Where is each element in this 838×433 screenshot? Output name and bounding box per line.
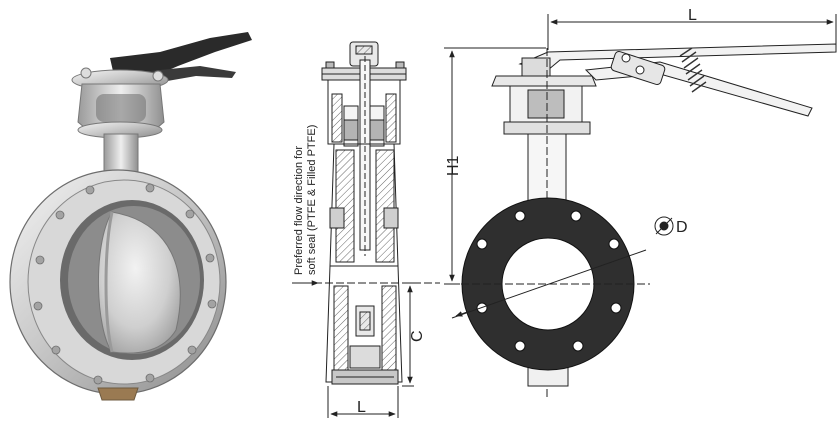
lever-handle	[110, 32, 252, 80]
flow-note-line2: soft seal (PTFE & Filled PTFE)	[306, 125, 318, 275]
flow-direction-note: Preferred flow direction for soft seal (…	[293, 125, 318, 275]
disc	[97, 211, 181, 354]
dim-c-label: C	[409, 330, 426, 342]
flow-note-line1: Preferred flow direction for	[293, 146, 305, 275]
dim-h1-label: H1	[445, 155, 462, 176]
photo-bolt-holes	[33, 183, 217, 385]
dim-l-top-label: L	[688, 7, 697, 24]
front-view-drawing	[444, 14, 837, 400]
section-drawing	[292, 41, 440, 418]
valve-photo	[9, 32, 252, 401]
dim-d-label: D	[676, 219, 688, 236]
dim-l-section-label: L	[357, 399, 366, 416]
flange-bolt-holes	[476, 210, 622, 352]
front-lever	[518, 43, 837, 71]
